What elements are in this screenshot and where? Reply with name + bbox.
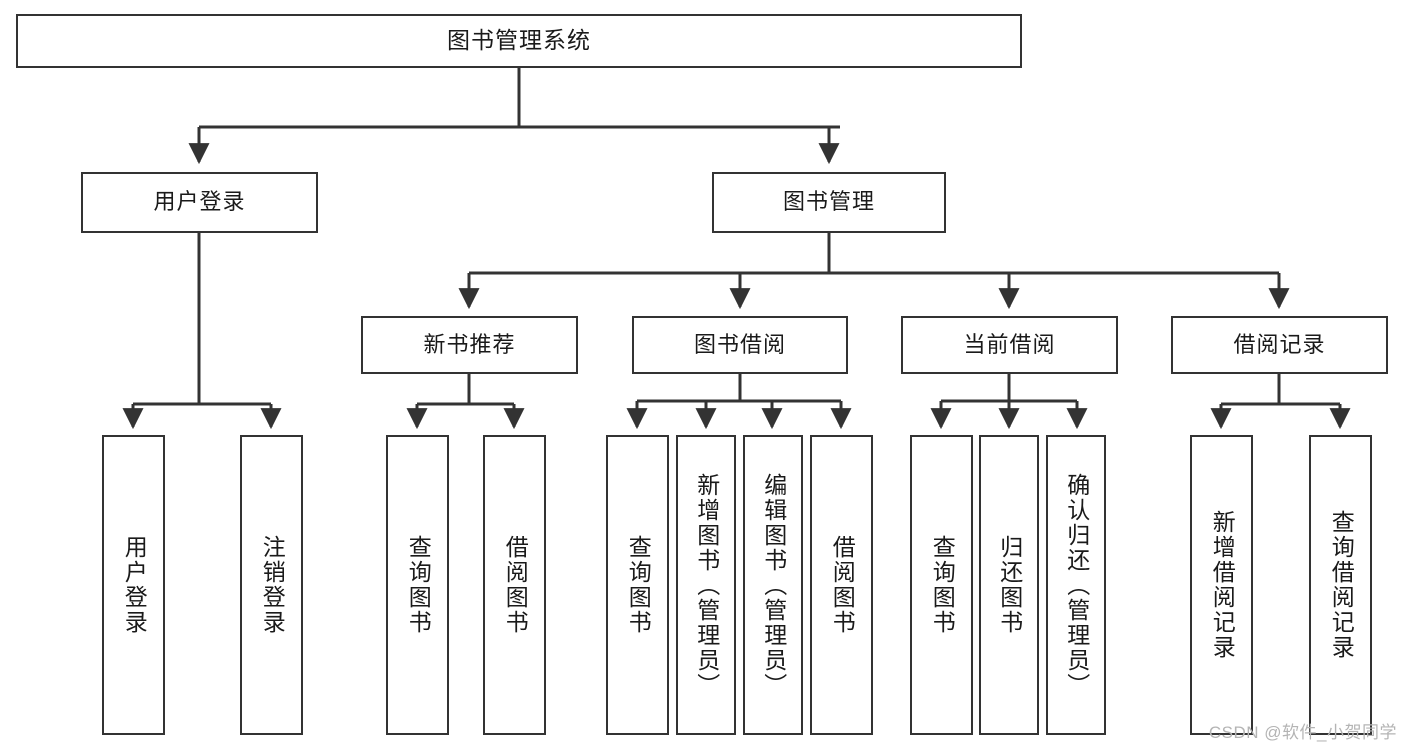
node-label: 查询图书 <box>625 535 652 635</box>
node-user-login[interactable]: 用户登录 <box>81 172 318 233</box>
node-new-book-recommend[interactable]: 新书推荐 <box>361 316 578 374</box>
node-borrow-record[interactable]: 借阅记录 <box>1171 316 1388 374</box>
node-root-book-management-system[interactable]: 图书管理系统 <box>16 14 1022 68</box>
node-leaf-borrow-book-2[interactable]: 借阅图书 <box>810 435 873 735</box>
node-leaf-edit-book[interactable]: 编辑图书（管理员） <box>743 435 803 735</box>
node-leaf-borrow-book-1[interactable]: 借阅图书 <box>483 435 546 735</box>
node-label: 确认归还（管理员） <box>1063 472 1090 698</box>
node-leaf-query-book-2[interactable]: 查询图书 <box>606 435 669 735</box>
node-label: 查询借阅记录 <box>1328 510 1355 660</box>
node-leaf-query-record[interactable]: 查询借阅记录 <box>1309 435 1372 735</box>
csdn-watermark: CSDN @软件_小贺同学 <box>1208 723 1397 742</box>
node-label: 注销登录 <box>259 535 286 635</box>
node-label: 借阅记录 <box>1233 331 1326 357</box>
node-label: 借阅图书 <box>829 535 856 635</box>
node-current-borrow[interactable]: 当前借阅 <box>901 316 1118 374</box>
node-label: 当前借阅 <box>963 331 1056 357</box>
node-label: 归还图书 <box>996 535 1023 635</box>
node-label: 图书借阅 <box>693 331 786 357</box>
node-label: 新书推荐 <box>423 331 516 357</box>
node-label: 用户登录 <box>121 535 148 635</box>
node-label: 用户登录 <box>153 189 246 215</box>
node-label: 查询图书 <box>405 535 432 635</box>
node-leaf-add-book[interactable]: 新增图书（管理员） <box>676 435 736 735</box>
node-leaf-query-book-1[interactable]: 查询图书 <box>386 435 449 735</box>
node-label: 编辑图书（管理员） <box>760 472 787 698</box>
node-leaf-logout-login[interactable]: 注销登录 <box>240 435 303 735</box>
node-label: 图书管理系统 <box>447 27 591 54</box>
node-leaf-add-record[interactable]: 新增借阅记录 <box>1190 435 1253 735</box>
node-leaf-confirm-return[interactable]: 确认归还（管理员） <box>1046 435 1106 735</box>
node-label: 查询图书 <box>929 535 956 635</box>
node-label: 图书管理 <box>782 189 875 215</box>
node-label: 新增借阅记录 <box>1209 510 1236 660</box>
node-leaf-return-book[interactable]: 归还图书 <box>979 435 1039 735</box>
node-leaf-user-login[interactable]: 用户登录 <box>102 435 165 735</box>
node-label: 新增图书（管理员） <box>693 472 720 698</box>
node-book-management[interactable]: 图书管理 <box>712 172 946 233</box>
node-book-borrow[interactable]: 图书借阅 <box>632 316 848 374</box>
node-leaf-query-book-3[interactable]: 查询图书 <box>910 435 973 735</box>
node-label: 借阅图书 <box>502 535 529 635</box>
